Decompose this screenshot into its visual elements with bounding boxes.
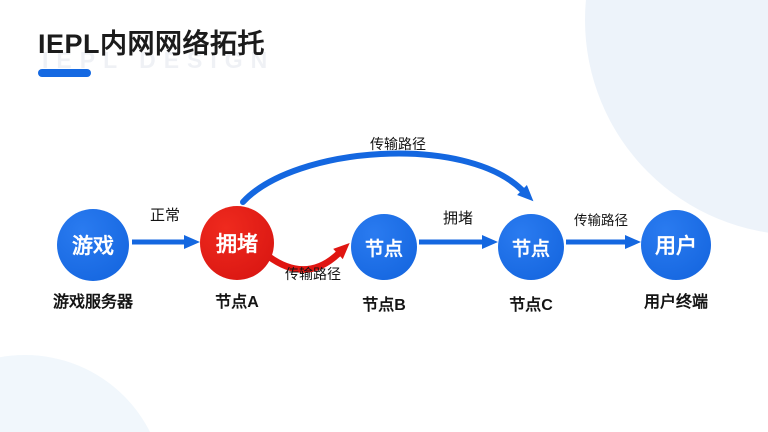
node-game-circle: 游戏 xyxy=(57,209,129,281)
background-watermark: IEPL DESIGN xyxy=(42,47,276,73)
title-accent-bar xyxy=(38,69,91,77)
edge-label-arc-path: 传输路径 xyxy=(370,136,426,152)
edge-label-path-to-user: 传输路径 xyxy=(574,213,628,228)
arrow-nodeA-to-nodeB-red-curve xyxy=(264,243,350,273)
page-title: IEPL内网网络拓托 xyxy=(38,29,266,59)
node-a-circle: 拥堵 xyxy=(200,206,274,280)
edge-label-congestion: 拥堵 xyxy=(442,210,474,227)
node-c-caption: 节点C xyxy=(509,297,553,314)
arrow-nodeA-to-nodeC-arc xyxy=(240,150,534,205)
node-user-caption: 用户终端 xyxy=(643,294,709,311)
node-b-circle: 节点 xyxy=(351,214,417,280)
node-a-caption: 节点A xyxy=(215,294,259,311)
node-b-caption: 节点B xyxy=(362,297,406,314)
node-user-circle: 用户 xyxy=(641,210,711,280)
edge-label-red-path: 传输路径 xyxy=(285,266,341,282)
edge-label-normal: 正常 xyxy=(149,207,181,224)
node-c-circle: 节点 xyxy=(498,214,564,280)
node-game-caption: 游戏服务器 xyxy=(52,294,134,311)
